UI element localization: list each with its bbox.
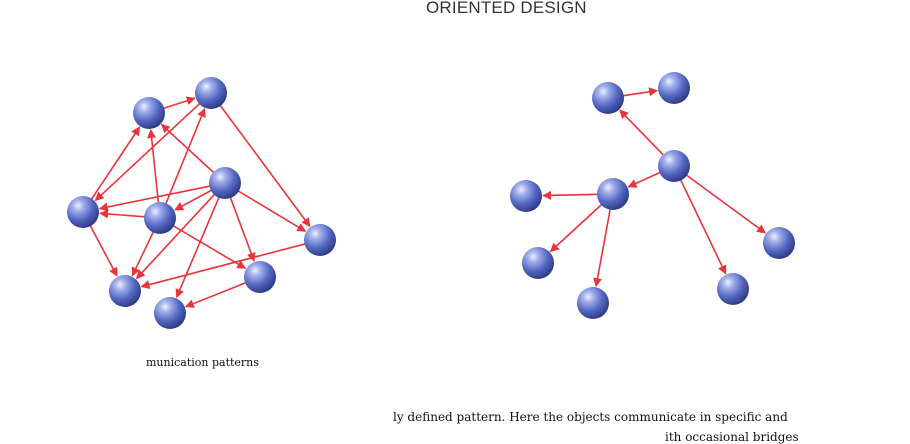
arrow-D-A (147, 129, 160, 205)
chaotic-network-arrows (88, 96, 311, 308)
arrow-G-I (184, 281, 248, 308)
arrow-S-V (593, 207, 612, 288)
arrow-D-C (99, 209, 147, 219)
chaotic-network-nodes (67, 77, 336, 329)
sphere-node-G (244, 261, 276, 293)
sphere-node-H (109, 275, 141, 307)
body-text-line: ly defined pattern. Here the objects com… (393, 410, 788, 424)
sphere-node-V (577, 287, 609, 319)
arrow-E-I (175, 195, 221, 299)
sphere-node-Q (658, 72, 690, 104)
arrow-R-P (619, 109, 665, 157)
sphere-node-A (133, 97, 165, 129)
sphere-node-S (597, 178, 629, 210)
sphere-node-X (763, 227, 795, 259)
arrow-B-F (218, 103, 311, 228)
arrow-R-X (684, 173, 767, 234)
arrow-D-B (164, 107, 206, 206)
arrow-D-G (171, 224, 247, 270)
sphere-node-R (658, 150, 690, 182)
arrow-E-C (98, 185, 212, 212)
arrow-E-F (236, 189, 307, 232)
sphere-node-D (144, 202, 176, 234)
arrow-F-H (140, 242, 307, 290)
sphere-node-W (717, 273, 749, 305)
figure-caption: munication patterns (146, 356, 259, 369)
sphere-node-T (510, 180, 542, 212)
sphere-node-F (304, 224, 336, 256)
arrow-A-B (162, 96, 196, 110)
sphere-node-I (154, 297, 186, 329)
arrow-S-T (542, 190, 600, 200)
arrow-R-W (679, 178, 727, 275)
arrow-E-D (174, 188, 214, 211)
structured-network-arrows (542, 87, 767, 288)
arrow-E-H (135, 192, 217, 280)
arrow-P-Q (621, 87, 659, 97)
arrow-C-A (90, 126, 141, 201)
arrow-S-U (549, 202, 604, 253)
sphere-node-B (195, 77, 227, 109)
arrow-E-G (229, 195, 256, 262)
arrow-D-H (131, 230, 155, 277)
arrow-B-C (94, 101, 202, 202)
arrow-C-H (88, 223, 118, 277)
arrow-E-A (160, 123, 216, 175)
body-text-line: ith occasional bridges (665, 430, 799, 444)
sphere-node-U (522, 247, 554, 279)
structured-network-nodes (510, 72, 795, 319)
arrow-R-S (627, 171, 662, 188)
page-header-title: ORIENTED DESIGN (426, 0, 587, 17)
sphere-node-C (67, 196, 99, 228)
sphere-node-P (592, 82, 624, 114)
sphere-node-E (209, 167, 241, 199)
